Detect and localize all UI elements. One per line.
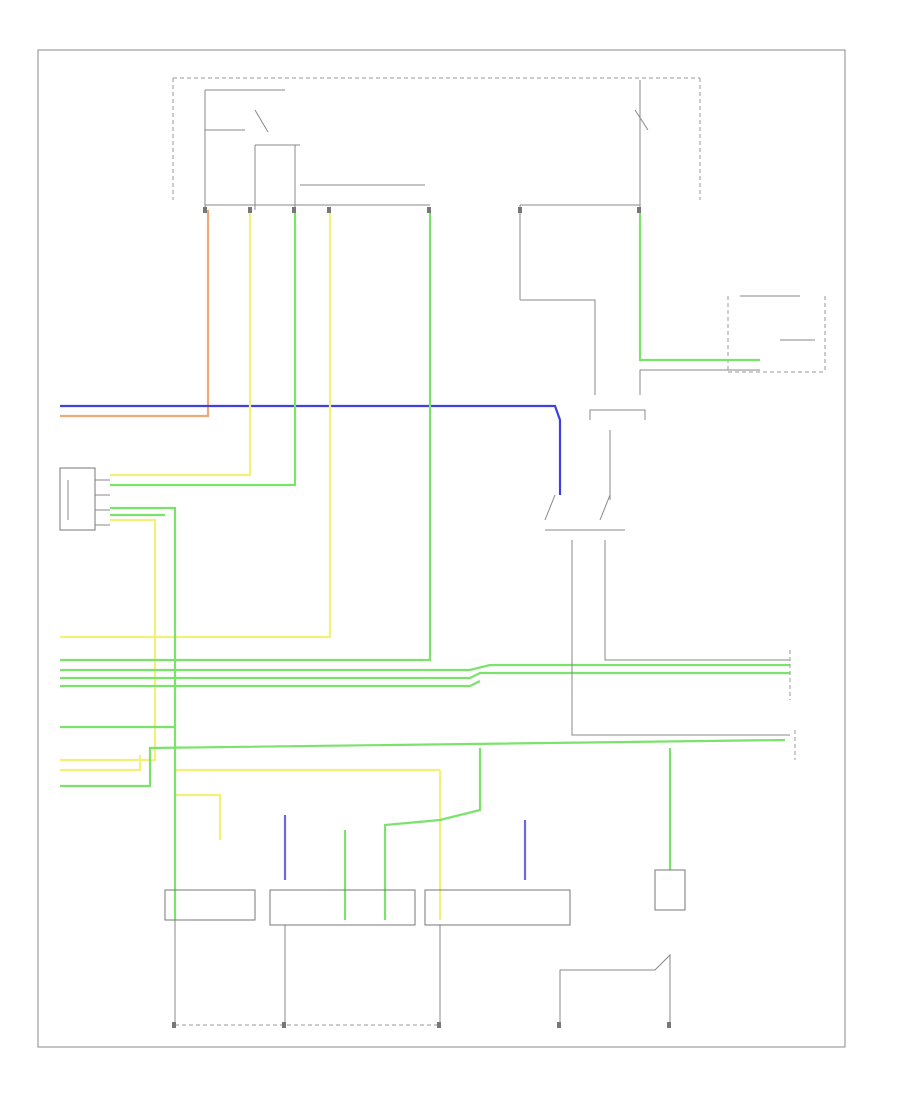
wire-green-2 [60, 210, 432, 662]
wire-gray-5 [571, 540, 790, 736]
fuse-relay-box [172, 77, 701, 300]
wire-blue [60, 404, 562, 495]
wire-green-7 [60, 671, 790, 680]
lower-left-control-unit [164, 889, 256, 921]
wire-gray-6 [604, 540, 790, 661]
wire-gray-2 [639, 369, 760, 395]
wire-yellow-2 [60, 210, 332, 639]
right-speaker-unit [424, 889, 571, 926]
left-switch-component [59, 467, 110, 531]
wire-yellow-5 [175, 793, 222, 840]
door-switch [544, 494, 611, 521]
wire-green-10 [60, 738, 786, 788]
diagram-frame [37, 49, 846, 1048]
wire-gray-1 [520, 299, 596, 395]
wire-green-4 [110, 506, 177, 920]
wire-green-1 [110, 210, 297, 487]
wire-yellow-3 [60, 518, 157, 762]
right-side-sensor [654, 869, 686, 911]
right-lower-connector [789, 650, 796, 760]
wire-green-6 [60, 663, 790, 672]
wire-yellow-1 [110, 210, 252, 477]
wire-gray-3 [589, 409, 646, 420]
wire-green-11 [383, 748, 482, 920]
left-speaker-unit [269, 889, 416, 926]
wire-orange [60, 210, 210, 418]
wire-gray-11 [559, 953, 671, 1025]
wire-green-8 [60, 680, 481, 688]
wire-yellow-4 [60, 755, 142, 772]
wire-green-3 [638, 210, 760, 362]
terminal-markers [172, 207, 671, 1028]
